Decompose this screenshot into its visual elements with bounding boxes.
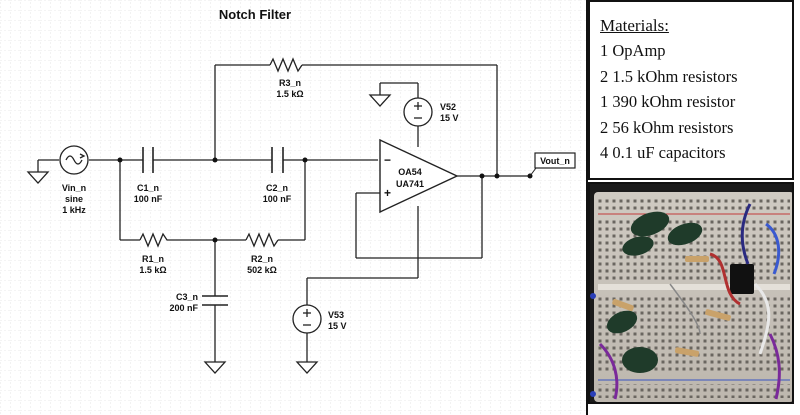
breadboard-illustration bbox=[590, 184, 792, 402]
c2-name-label: C2_n bbox=[266, 183, 288, 193]
r2-name-label: R2_n bbox=[251, 254, 273, 264]
c2-capacitor-symbol bbox=[271, 147, 284, 173]
vout-label: Vout_n bbox=[540, 156, 570, 166]
opamp-name-label: OA54 bbox=[398, 167, 422, 177]
r1-name-label: R1_n bbox=[142, 254, 164, 264]
junction-dots bbox=[117, 157, 533, 243]
r3-resistor-symbol bbox=[269, 57, 303, 73]
v53-name-label: V53 bbox=[328, 310, 344, 320]
vin-type-label: sine bbox=[65, 194, 83, 204]
breadboard-photo bbox=[588, 182, 794, 404]
schematic-diagram: Notch Filter bbox=[0, 0, 588, 415]
ground-symbols bbox=[203, 94, 392, 374]
vin-name-label: Vin_n bbox=[62, 183, 86, 193]
r1-value-label: 1.5 kΩ bbox=[139, 265, 166, 275]
opamp-minus-sign: − bbox=[384, 153, 391, 167]
c1-value-label: 100 nF bbox=[134, 194, 163, 204]
c3-value-label: 200 nF bbox=[169, 303, 198, 313]
r3-name-label: R3_n bbox=[279, 78, 301, 88]
materials-item: 2 56 kOhm resistors bbox=[600, 117, 734, 137]
materials-item: 2 1.5 kOhm resistors bbox=[600, 66, 738, 86]
r2-resistor-symbol bbox=[245, 232, 279, 248]
opamp-part-label: UA741 bbox=[396, 179, 424, 189]
materials-panel: Materials: 1 OpAmp 2 1.5 kOhm resistors … bbox=[588, 0, 794, 180]
opamp-symbol bbox=[379, 138, 459, 214]
c1-name-label: C1_n bbox=[137, 183, 159, 193]
r3-value-label: 1.5 kΩ bbox=[276, 89, 303, 99]
materials-item: 1 390 kOhm resistor bbox=[600, 92, 736, 111]
r2-value-label: 502 kΩ bbox=[247, 265, 277, 275]
vin-ground bbox=[26, 171, 50, 184]
wires bbox=[37, 64, 530, 362]
vout-flag: Vout_n bbox=[529, 152, 576, 177]
v52-name-label: V52 bbox=[440, 102, 456, 112]
c2-value-label: 100 nF bbox=[263, 194, 292, 204]
materials-title: Materials: bbox=[600, 16, 669, 35]
c1-capacitor-symbol bbox=[142, 147, 154, 173]
vin-source-symbol bbox=[59, 145, 89, 175]
diagram-title: Notch Filter bbox=[219, 7, 291, 22]
v52-source-symbol bbox=[403, 97, 433, 127]
r1-resistor-symbol bbox=[139, 232, 170, 248]
materials-item: 4 0.1 uF capacitors bbox=[600, 143, 726, 162]
v53-source-symbol bbox=[292, 304, 322, 334]
vin-freq-label: 1 kHz bbox=[62, 205, 86, 215]
opamp-plus-sign: + bbox=[384, 186, 391, 200]
grid-background bbox=[0, 0, 588, 415]
v53-value-label: 15 V bbox=[328, 321, 347, 331]
v52-value-label: 15 V bbox=[440, 113, 459, 123]
c3-capacitor-symbol bbox=[202, 295, 228, 306]
materials-item: 1 OpAmp bbox=[600, 41, 666, 60]
c3-name-label: C3_n bbox=[176, 292, 198, 302]
